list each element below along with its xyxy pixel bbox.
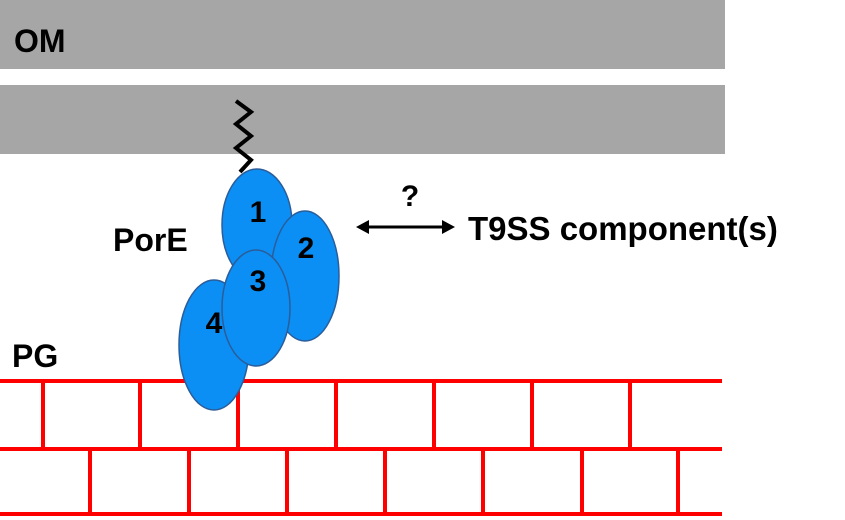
domain-label-2: 2 xyxy=(298,232,315,265)
arrow-head-left xyxy=(356,220,369,234)
porE-domain-labels: 1 2 3 4 xyxy=(206,196,315,340)
outer-membrane-inner-leaflet xyxy=(0,85,725,154)
question-mark: ? xyxy=(401,180,419,213)
domain-label-4: 4 xyxy=(206,307,223,340)
t9ss-label: T9SS component(s) xyxy=(468,210,778,247)
peptidoglycan-layer xyxy=(0,379,722,516)
domain-label-1: 1 xyxy=(250,196,267,229)
interaction-arrow xyxy=(356,220,455,234)
om-label: OM xyxy=(14,23,66,59)
porE-label: PorE xyxy=(113,222,188,258)
arrow-head-right xyxy=(442,220,455,234)
domain-label-3: 3 xyxy=(250,265,267,298)
pg-label: PG xyxy=(12,338,58,374)
outer-membrane-outer-leaflet xyxy=(0,0,725,69)
porE-domain-3 xyxy=(221,249,291,367)
lipid-anchor xyxy=(232,99,255,174)
porE-protein xyxy=(178,168,340,411)
